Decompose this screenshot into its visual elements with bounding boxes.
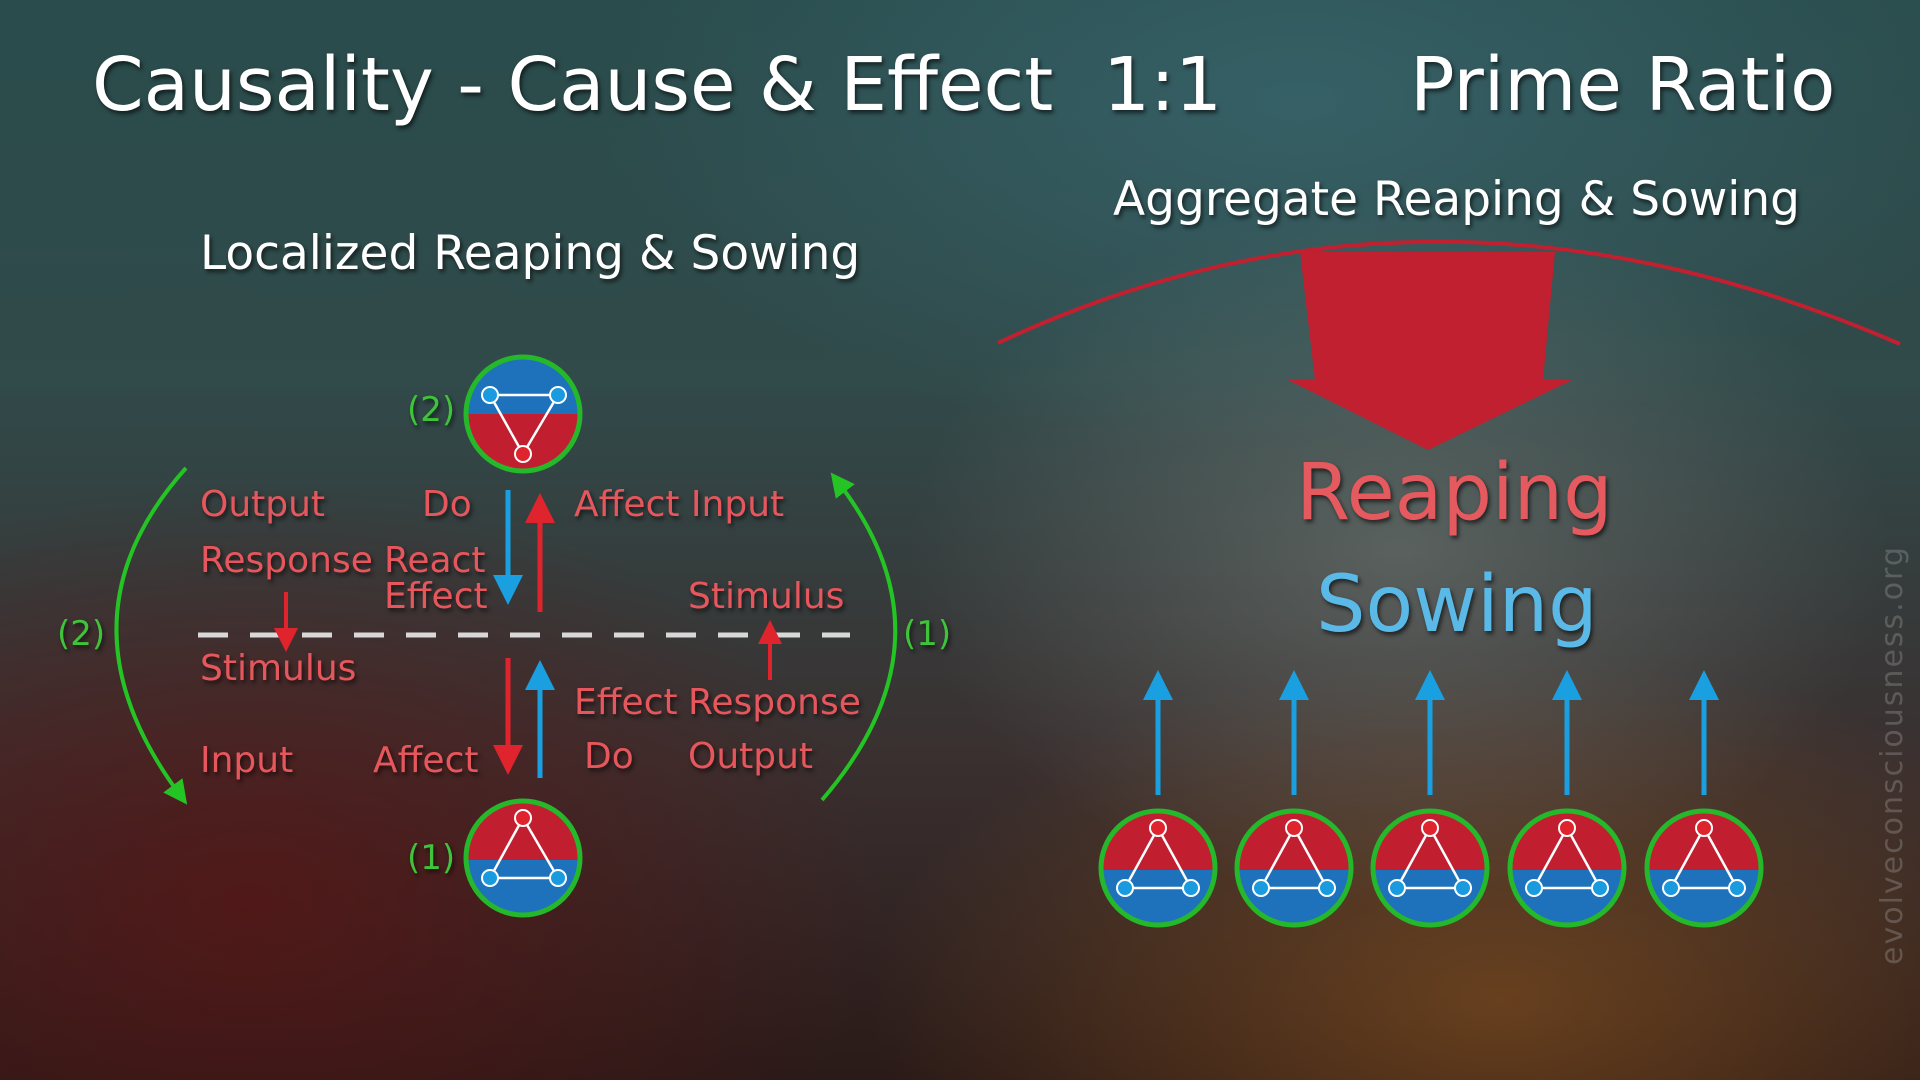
label-do-top: Do [422, 484, 472, 525]
cycle-left-label: (2) [57, 614, 106, 654]
label-stimulus-left: Stimulus [200, 648, 357, 689]
node-top [463, 354, 583, 474]
aggregate-nodes [1098, 808, 1764, 928]
aggregate-arc [997, 239, 1901, 346]
label-output-top: Output [200, 484, 326, 525]
reaping-label: Reaping [1296, 448, 1613, 538]
aggregate-node [1644, 808, 1764, 928]
label-response-bottom: Response [688, 682, 861, 723]
page-title: Causality - Cause & Effect [92, 42, 1054, 128]
watermark: evolveconsciousness.org [1875, 545, 1910, 965]
label-react: React [384, 540, 486, 581]
sowing-arrows [1143, 670, 1719, 795]
node-top-label: (2) [407, 390, 456, 430]
cycle-arrow-left [114, 466, 188, 805]
cycle-right-label: (1) [903, 614, 952, 654]
label-effect-top: Effect [384, 576, 488, 617]
label-output-bottom: Output [688, 736, 814, 777]
cycle-arrow-right [820, 472, 898, 802]
sowing-label: Sowing [1316, 560, 1598, 650]
aggregate-node [1370, 808, 1490, 928]
aggregate-node [1098, 808, 1218, 928]
aggregate-node [1507, 808, 1627, 928]
label-stimulus-right: Stimulus [688, 576, 845, 617]
ratio-label: 1:1 [1103, 42, 1223, 128]
label-input: Input [200, 740, 294, 781]
label-response-top: Response [200, 540, 373, 581]
prime-ratio-label: Prime Ratio [1410, 42, 1836, 128]
left-subtitle: Localized Reaping & Sowing [200, 226, 861, 281]
label-do-bottom: Do [584, 736, 634, 777]
label-effect-bottom: Effect [574, 682, 678, 723]
node-bottom [463, 798, 583, 918]
node-bottom-label: (1) [407, 838, 456, 878]
label-affect-bottom: Affect [373, 740, 479, 781]
aggregate-node [1234, 808, 1354, 928]
aggregate-down-arrow [1288, 252, 1572, 450]
label-affect-input: Affect Input [574, 484, 785, 525]
right-subtitle: Aggregate Reaping & Sowing [1113, 172, 1800, 227]
